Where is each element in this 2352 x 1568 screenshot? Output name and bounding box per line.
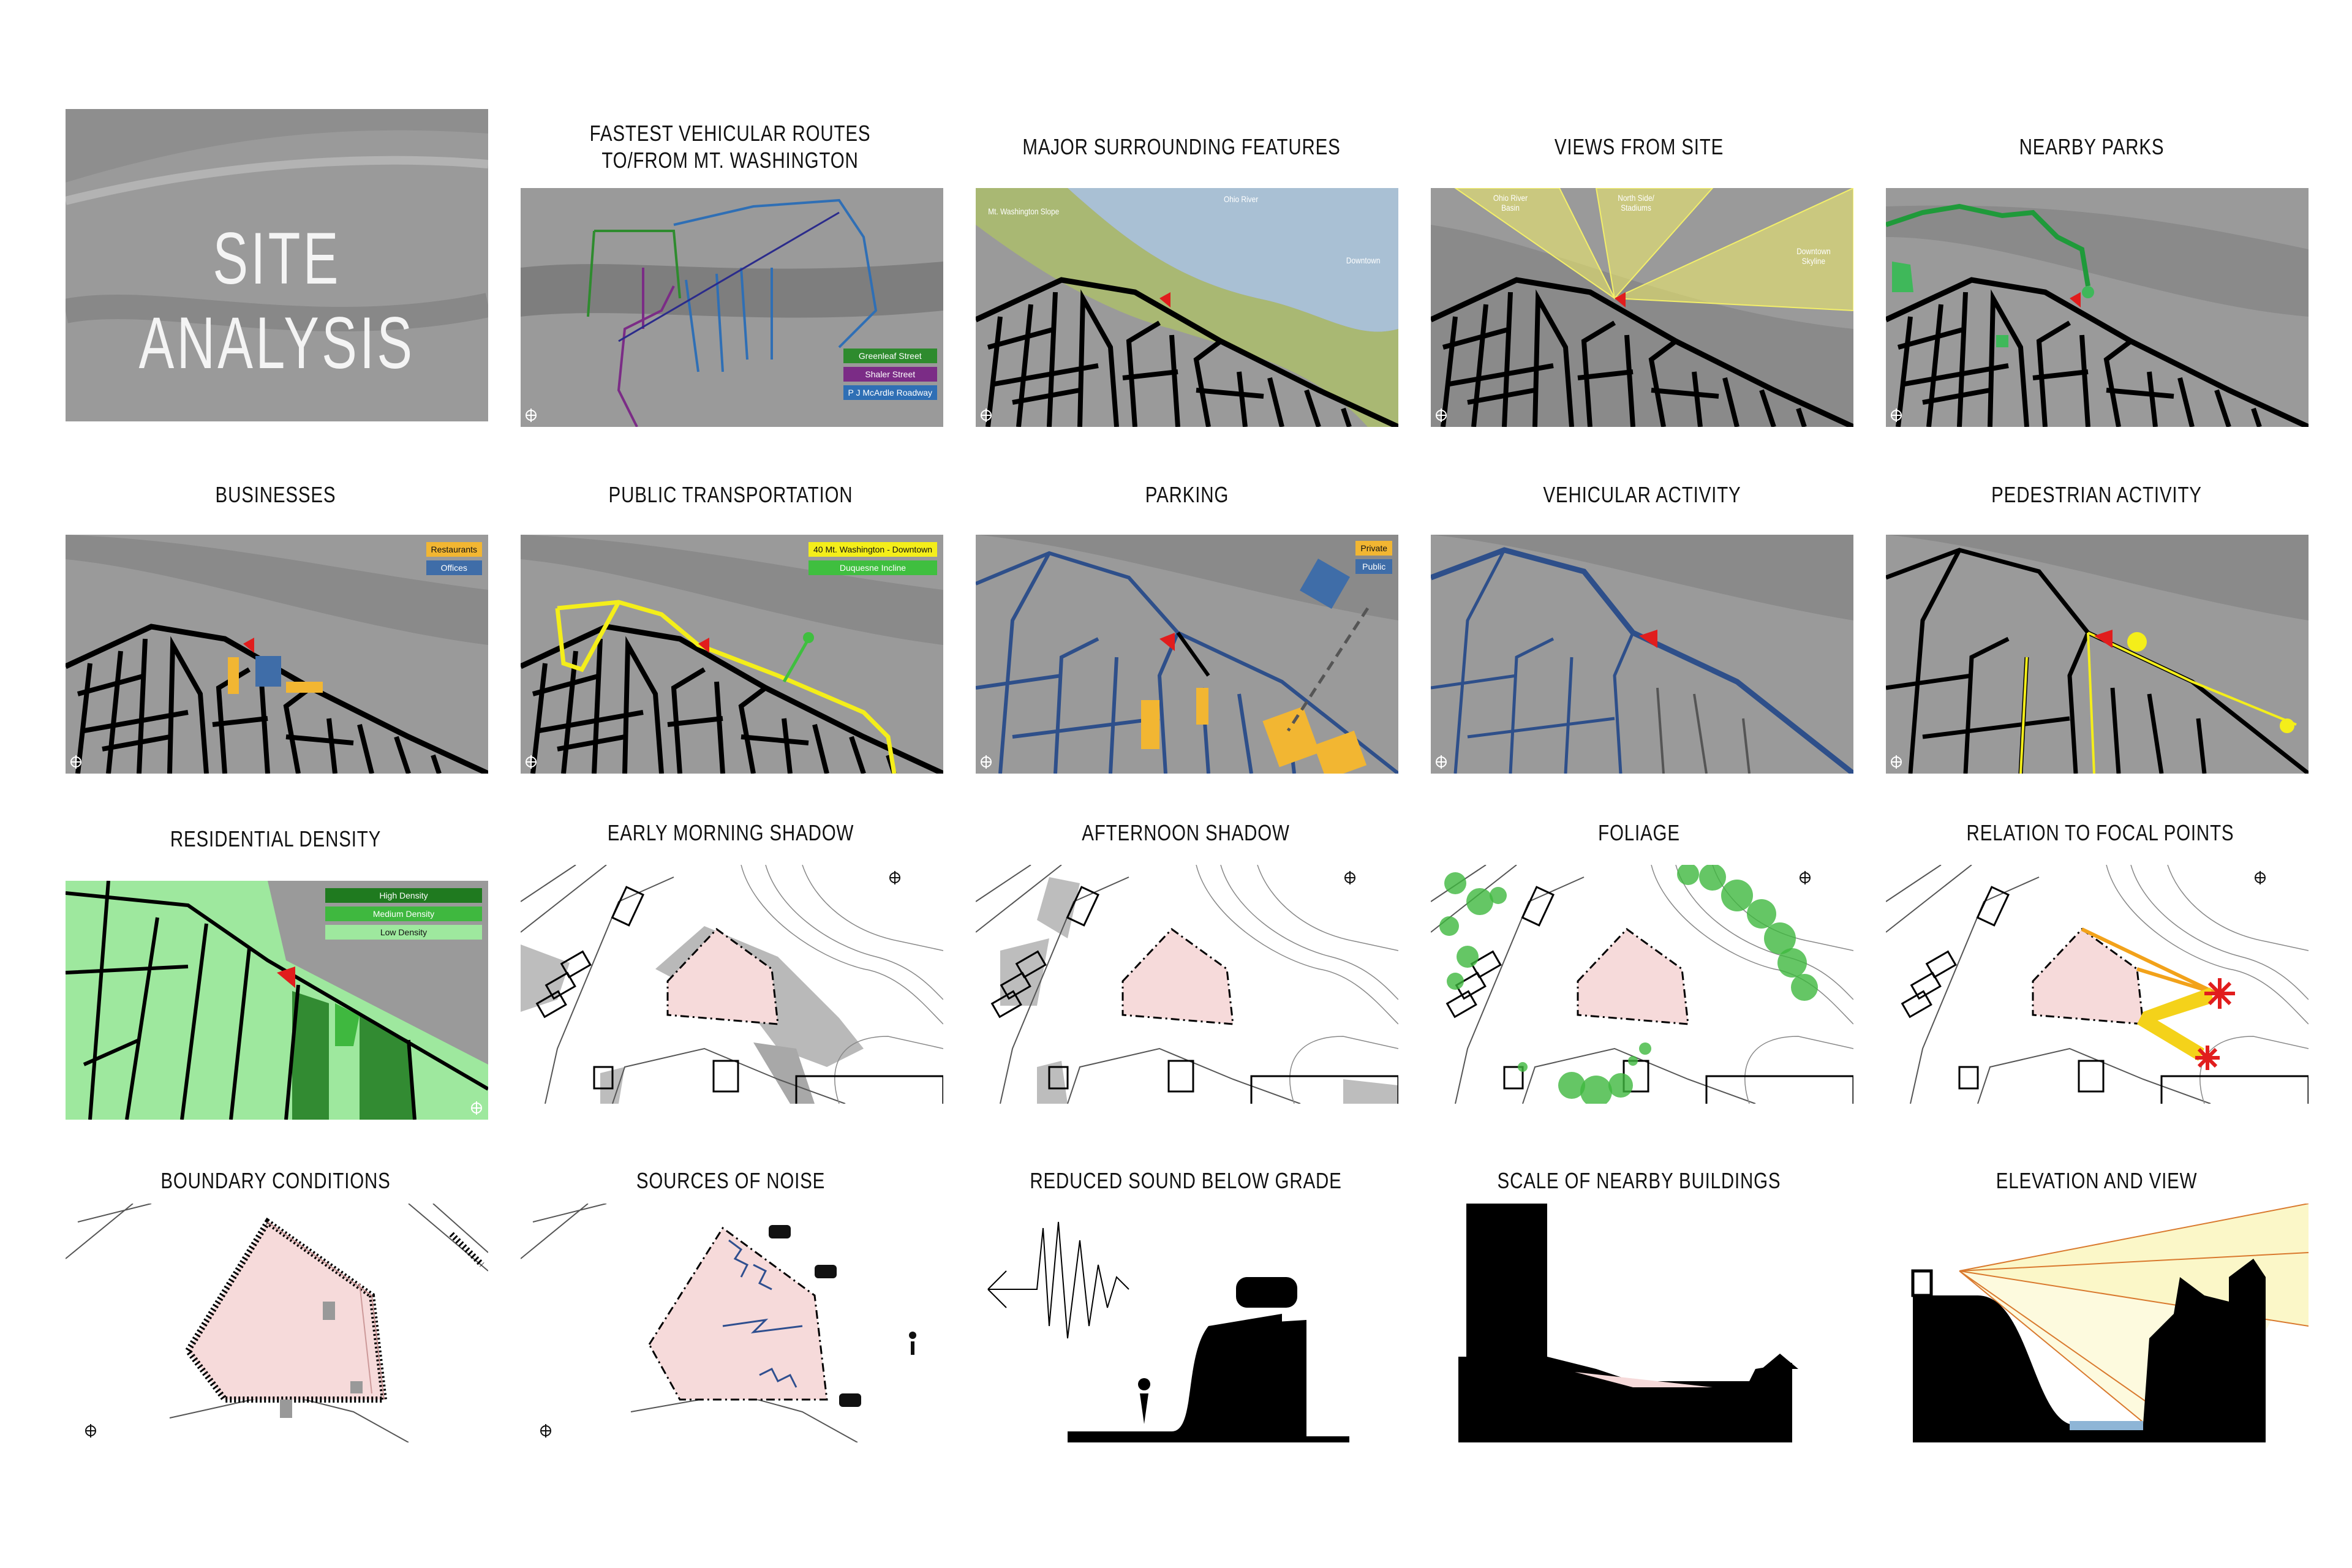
legend-shaler: Shaler Street	[843, 367, 937, 382]
plan-focal-points	[1886, 865, 2309, 1104]
section-elevation	[1886, 1204, 2309, 1442]
page-title: SITE ANALYSIS	[138, 217, 415, 384]
panel-title-noise: SOURCES OF NOISE	[636, 1168, 826, 1193]
map-fastest-routes: Greenleaf Street Shaler Street P J McArd…	[521, 188, 943, 427]
label-ohio-river-basin: Ohio River Basin	[1493, 193, 1528, 213]
legend-bus-40: 40 Mt. Washington - Downtown	[808, 542, 937, 557]
label-mt-washington-slope: Mt. Washington Slope	[988, 206, 1060, 216]
plan-morning-shadow	[521, 865, 943, 1104]
panel-title-residential: RESIDENTIAL DENSITY	[170, 826, 382, 851]
map-parking: Private Public	[976, 535, 1398, 774]
panel-title-sound-below: REDUCED SOUND BELOW GRADE	[1030, 1168, 1342, 1193]
panel-title-views: VIEWS FROM SITE	[1554, 134, 1724, 159]
plan-boundary	[66, 1204, 488, 1442]
map-parks	[1886, 188, 2309, 427]
legend-public: Public	[1355, 559, 1392, 574]
panel-title-businesses: BUSINESSES	[215, 482, 336, 507]
legend-restaurants: Restaurants	[426, 542, 482, 557]
legend-incline: Duquesne Incline	[808, 560, 937, 575]
car-icon	[769, 1225, 861, 1407]
legend-private: Private	[1355, 541, 1392, 556]
panel-title-pedestrian: PEDESTRIAN ACTIVITY	[1991, 482, 2202, 507]
label-downtown: Downtown	[1346, 255, 1381, 265]
person-icon	[909, 1332, 916, 1355]
panel-title-elevation: ELEVATION AND VIEW	[1996, 1168, 2198, 1193]
panel-title-major-features: MAJOR SURROUNDING FEATURES	[1022, 134, 1341, 159]
legend-medium-density: Medium Density	[325, 907, 482, 921]
panel-title-focal-points: RELATION TO FOCAL POINTS	[1966, 820, 2234, 845]
map-views: Ohio River Basin North Side/ Stadiums Do…	[1431, 188, 1853, 427]
legend-greenleaf: Greenleaf Street	[843, 349, 937, 363]
panel-title-boundary: BOUNDARY CONDITIONS	[160, 1168, 391, 1193]
section-sound-below	[976, 1204, 1398, 1442]
panel-title-scale: SCALE OF NEARBY BUILDINGS	[1497, 1168, 1781, 1193]
panel-title-transit: PUBLIC TRANSPORTATION	[608, 482, 853, 507]
panel-title-parks: NEARBY PARKS	[2019, 134, 2165, 159]
legend-high-density: High Density	[325, 888, 482, 903]
plan-afternoon-shadow	[976, 865, 1398, 1104]
plan-foliage	[1431, 865, 1853, 1104]
section-scale	[1431, 1204, 1853, 1442]
map-residential: High Density Medium Density Low Density	[66, 881, 488, 1120]
map-transit: 40 Mt. Washington - Downtown Duquesne In…	[521, 535, 943, 774]
asterisk-icon	[2195, 978, 2235, 1070]
panel-title-fastest-routes: FASTEST VEHICULAR ROUTES TO/FROM MT. WAS…	[589, 121, 871, 173]
legend-mcardle: P J McArdle Roadway	[843, 385, 937, 400]
car-icon	[1236, 1277, 1297, 1308]
panel-title-afternoon-shadow: AFTERNOON SHADOW	[1082, 820, 1290, 845]
legend-offices: Offices	[426, 560, 482, 575]
map-major-features: Mt. Washington Slope Ohio River Downtown	[976, 188, 1398, 427]
panel-title-morning-shadow: EARLY MORNING SHADOW	[607, 820, 854, 845]
label-ohio-river: Ohio River	[1223, 194, 1259, 204]
panel-title-vehicular: VEHICULAR ACTIVITY	[1543, 482, 1741, 507]
panel-title-foliage: FOLIAGE	[1598, 820, 1680, 845]
legend-low-density: Low Density	[325, 925, 482, 940]
map-vehicular	[1431, 535, 1853, 774]
map-pedestrian	[1886, 535, 2309, 774]
label-downtown-skyline: Downtown Skyline	[1796, 246, 1831, 266]
panel-title-parking: PARKING	[1145, 482, 1229, 507]
person-icon	[1138, 1378, 1150, 1424]
plan-noise	[521, 1204, 943, 1442]
map-businesses: Restaurants Offices	[66, 535, 488, 774]
site-analysis-hero: SITE ANALYSIS	[66, 109, 488, 421]
label-north-side-stadiums: North Side/ Stadiums	[1618, 193, 1654, 213]
